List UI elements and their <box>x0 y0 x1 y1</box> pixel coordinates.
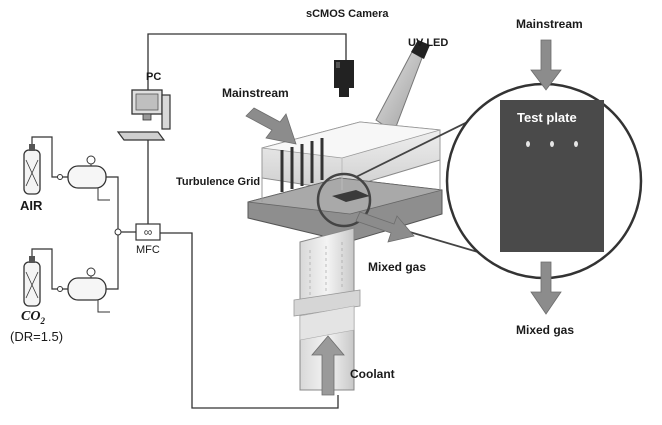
test-plate-label: Test plate <box>517 110 577 125</box>
mainstream-left-label: Mainstream <box>222 86 289 100</box>
mixed-gas-right-label: Mixed gas <box>516 323 575 337</box>
co2-label: CO2 <box>21 309 45 326</box>
coolant-label: Coolant <box>350 367 395 381</box>
zoom-circle-small <box>316 172 372 228</box>
test-plate <box>500 100 604 252</box>
mainstream-arrow-right <box>530 39 562 91</box>
turbulence-grid <box>280 138 324 192</box>
mfc-unit: ∞ <box>114 223 161 241</box>
air-label: AIR <box>20 198 43 213</box>
coolant-arrow <box>311 335 345 396</box>
mixed-gas-arrow-right <box>530 261 562 315</box>
coolant-supply-line <box>160 232 339 409</box>
turbulence-grid-label: Turbulence Grid <box>176 176 261 188</box>
mfc-label: MFC <box>136 244 160 256</box>
camera-label: sCMOS Camera <box>306 8 389 20</box>
air-supply-line <box>23 136 119 229</box>
mainstream-right-label: Mainstream <box>516 17 583 31</box>
svg-text:∞: ∞ <box>144 225 153 239</box>
pc-icon <box>116 89 171 141</box>
mainstream-arrow-left <box>245 107 297 145</box>
uv-led-label: UV LED <box>408 37 449 49</box>
injection-holes <box>526 141 578 147</box>
co2-subscript: 2 <box>40 315 45 326</box>
dr-label: (DR=1.5) <box>10 329 64 344</box>
scmos-camera <box>334 60 354 97</box>
pc-label: PC <box>146 71 162 83</box>
test-section <box>247 121 443 391</box>
co2-text: CO <box>21 309 41 324</box>
mixed-gas-left-label: Mixed gas <box>368 260 427 274</box>
uv-led <box>375 40 430 133</box>
camera-cable <box>147 33 347 95</box>
co2-supply-line <box>23 235 119 313</box>
mixed-gas-arrow-left <box>355 211 415 243</box>
